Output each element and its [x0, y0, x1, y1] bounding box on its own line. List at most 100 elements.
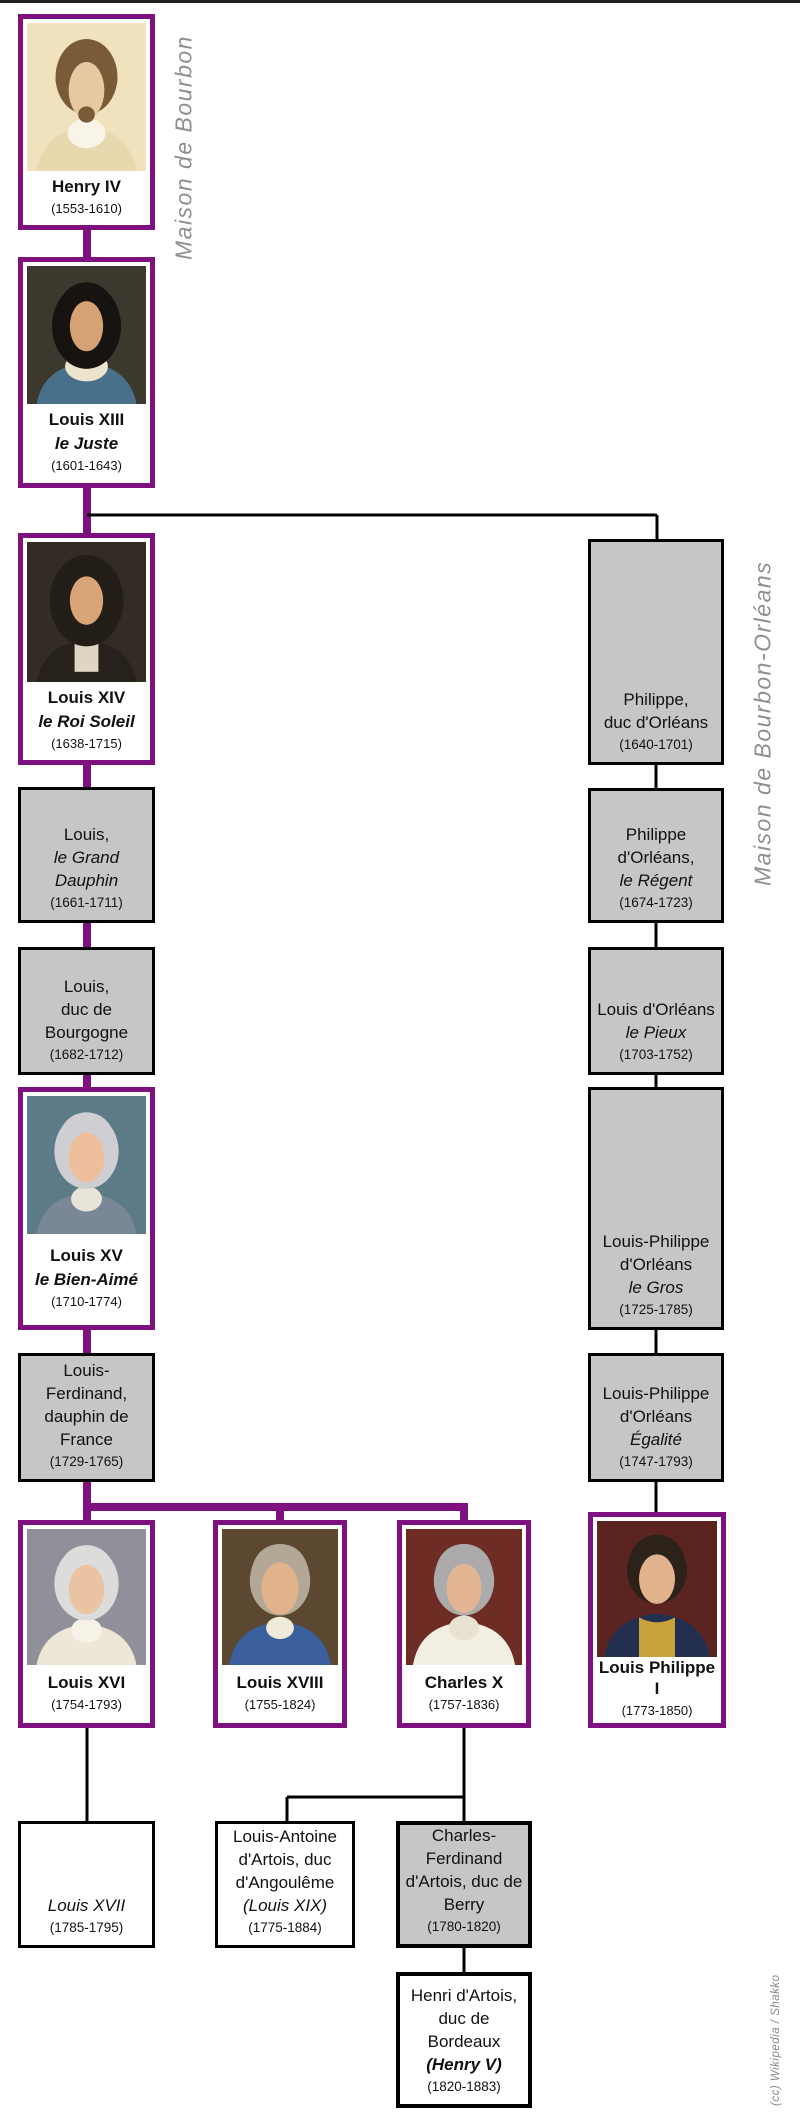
person-name-line: Louis-Philippe: [602, 1384, 710, 1403]
person-name-line: duc de: [60, 1000, 113, 1019]
person-name-line: Louis XVII: [47, 1896, 126, 1915]
person-label: Louis Philippe I (1773-1850): [597, 1657, 717, 1719]
person-dates: (1780-1820): [427, 1919, 501, 1934]
person-label: Louis XIV le Roi Soleil (1638-1715): [27, 682, 146, 756]
person-dates: (1754-1793): [51, 1696, 122, 1712]
person-box-louis-xviii: Louis XVIII (1755-1824): [213, 1520, 347, 1728]
person-epithet: le Bien-Aimé: [35, 1270, 138, 1289]
person-name-line: Ferdinand: [425, 1849, 503, 1868]
person-label: Louis XV le Bien-Aimé (1710-1774): [27, 1234, 146, 1321]
person-name: Louis XVIII: [236, 1672, 324, 1692]
person-name: Louis XVI: [47, 1672, 126, 1692]
person-name-line: duc d'Orléans: [603, 713, 709, 732]
person-dates: (1757-1836): [428, 1696, 500, 1712]
person-dates: (1553-1610): [51, 200, 122, 216]
person-dates: (1747-1793): [619, 1454, 693, 1469]
person-box-henry-iv: Henry IV (1553-1610): [18, 14, 155, 230]
person-box-philippe-dorleans-le-regent: Philippe d'Orléans, le Régent (1674-1723…: [588, 788, 724, 923]
person-box-louis-dorleans-le-pieux: Louis d'Orléans le Pieux (1703-1752): [588, 947, 724, 1075]
top-border-line: [0, 0, 800, 3]
person-name-line: Henri d'Artois,: [410, 1986, 518, 2005]
person-dates: (1755-1824): [244, 1696, 316, 1712]
orleans-and-children-connectors: [85, 513, 659, 1974]
person-name-line: Philippe,: [623, 690, 689, 709]
person-name-line: duc de: [438, 2009, 490, 2028]
person-name-line: Louis-: [63, 1361, 110, 1380]
person-label: Louis XVI (1754-1793): [27, 1665, 146, 1719]
person-dates: (1773-1850): [621, 1703, 693, 1718]
person-name-line: Égalité: [630, 1430, 682, 1449]
person-name-line: Bordeaux: [427, 2032, 501, 2051]
person-label: Louis XVIII (1755-1824): [222, 1665, 338, 1719]
person-name-line: (Henry V): [426, 2055, 502, 2074]
person-name-line: d'Artois, duc de: [405, 1872, 523, 1891]
person-box-louis-ferdinand-dauphin: Louis- Ferdinand, dauphin de France (172…: [18, 1353, 155, 1482]
person-dates: (1725-1785): [619, 1302, 693, 1317]
person-name-line: France: [60, 1430, 113, 1449]
portrait-louis-xiii: [27, 266, 146, 404]
person-box-louis-philippe-i: Louis Philippe I (1773-1850): [588, 1512, 726, 1728]
person-name-line: d'Artois, duc: [238, 1850, 332, 1869]
person-dates: (1638-1715): [51, 735, 122, 751]
person-box-louis-philippe-dorleans-egalite: Louis-Philippe d'Orléans Égalité (1747-1…: [588, 1353, 724, 1482]
house-label-bourbon-orleans: Maison de Bourbon-Orléans: [749, 560, 776, 886]
person-dates: (1775-1884): [248, 1920, 322, 1935]
person-name-line: (Louis XIX): [242, 1896, 328, 1915]
person-name-line: Berry: [443, 1895, 485, 1914]
person-dates: (1820-1883): [427, 2079, 501, 2094]
person-name-line: d'Angoulême: [235, 1873, 335, 1892]
person-dates: (1601-1643): [51, 458, 122, 473]
person-box-louis-xiv: Louis XIV le Roi Soleil (1638-1715): [18, 533, 155, 765]
person-name-line: Louis d'Orléans: [597, 1000, 715, 1019]
person-name: Charles X: [424, 1672, 504, 1692]
person-dates: (1729-1765): [49, 1454, 124, 1469]
portrait-louis-xv: [27, 1096, 146, 1234]
portrait-henry-iv: [27, 23, 146, 171]
person-name-line: Louis,: [63, 977, 110, 996]
person-box-louis-antoine-duc-dangouleme: Louis-Antoine d'Artois, duc d'Angoulême …: [215, 1821, 355, 1948]
person-name-line: dauphin de: [44, 1407, 129, 1426]
person-name-line: le Grand: [53, 848, 120, 867]
person-epithet: le Juste: [54, 434, 119, 453]
person-name: Louis Philippe I: [598, 1658, 716, 1698]
person-epithet: le Roi Soleil: [38, 711, 135, 731]
person-name-line: Philippe: [625, 825, 687, 844]
person-name: Henry IV: [52, 176, 121, 196]
person-name: Louis XIII: [48, 410, 125, 429]
person-box-louis-philippe-dorleans-le-gros: Louis-Philippe d'Orléans le Gros (1725-1…: [588, 1087, 724, 1330]
person-box-louis-xvii: Louis XVII (1785-1795): [18, 1821, 155, 1948]
person-dates: (1674-1723): [619, 895, 693, 910]
person-name: Louis XV: [50, 1246, 123, 1265]
person-name-line: Louis,: [63, 825, 110, 844]
portrait-louis-xiv: [27, 542, 146, 682]
person-box-henri-dartois-duc-de-bordeaux: Henri d'Artois, duc de Bordeaux (Henry V…: [396, 1972, 532, 2108]
person-dates: (1661-1711): [50, 895, 123, 910]
person-name-line: le Régent: [619, 871, 693, 890]
portrait-louis-xvi: [27, 1529, 146, 1665]
person-box-philippe-duc-dorleans: Philippe, duc d'Orléans (1640-1701): [588, 539, 724, 765]
person-label: Charles X (1757-1836): [406, 1665, 522, 1719]
person-name-line: d'Orléans: [619, 1407, 693, 1426]
portrait-louis-xviii: [222, 1529, 338, 1665]
person-name-line: Charles-: [431, 1826, 497, 1845]
person-box-charles-ferdinand-duc-de-berry: Charles- Ferdinand d'Artois, duc de Berr…: [396, 1821, 532, 1948]
person-name: Louis XIV: [47, 687, 126, 707]
house-label-bourbon: Maison de Bourbon: [170, 35, 197, 261]
portrait-charles-x: [406, 1529, 522, 1665]
person-box-louis-le-grand-dauphin: Louis, le Grand Dauphin (1661-1711): [18, 787, 155, 923]
person-label: Louis XIII le Juste (1601-1643): [27, 404, 146, 479]
person-name-line: le Pieux: [625, 1023, 687, 1042]
person-name-line: d'Orléans,: [617, 848, 695, 867]
person-box-louis-xiii: Louis XIII le Juste (1601-1643): [18, 257, 155, 488]
person-name-line: d'Orléans: [619, 1255, 693, 1274]
person-dates: (1785-1795): [49, 1920, 124, 1935]
person-name-line: Dauphin: [54, 871, 119, 890]
person-dates: (1682-1712): [49, 1047, 124, 1062]
person-box-louis-xvi: Louis XVI (1754-1793): [18, 1520, 155, 1728]
portrait-louis-philippe-i: [597, 1521, 717, 1657]
person-name-line: Louis-Philippe: [602, 1232, 710, 1251]
person-dates: (1710-1774): [51, 1294, 122, 1309]
person-box-louis-xv: Louis XV le Bien-Aimé (1710-1774): [18, 1087, 155, 1330]
person-name-line: Louis-Antoine: [233, 1827, 337, 1846]
person-box-charles-x: Charles X (1757-1836): [397, 1520, 531, 1728]
